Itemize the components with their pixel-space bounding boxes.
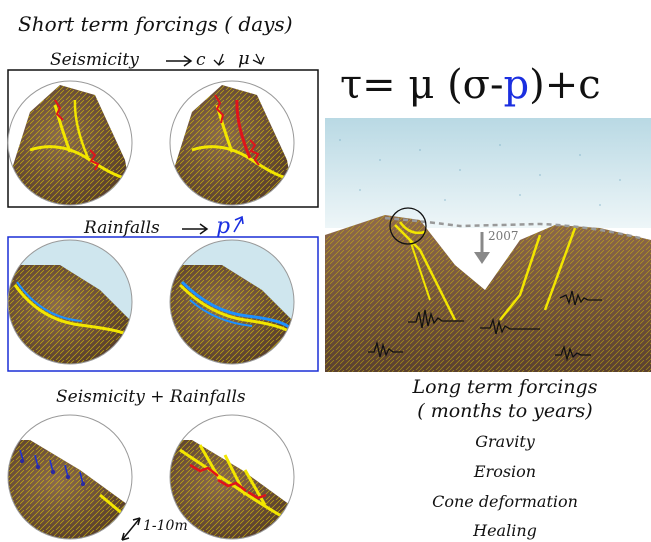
equation: τ= μ (σ-p)+c [340,62,601,108]
seismicity-circle-2 [170,81,294,205]
scale-arrow [121,517,141,541]
long-term-subtitle: ( months to years) [417,400,593,422]
equation-rhs: )+c [529,62,601,108]
scale-label: 1-10m [143,518,188,534]
long-term-title: Long term forcings [412,376,598,398]
combined-label: Seismicity + Rainfalls [56,387,246,407]
combined-circle-1 [8,415,132,539]
seismicity-effect-mu: μ [238,48,250,69]
combined-circle-2 [170,415,294,539]
long-term-item-healing: Healing [473,521,537,540]
long-term-item-gravity: Gravity [475,432,535,451]
rainfall-circle-1 [8,240,132,364]
rainfall-label: Rainfalls [84,218,160,238]
seismicity-circle-1 [8,81,132,205]
long-term-item-cone-deformation: Cone deformation [432,492,578,511]
seismicity-label: Seismicity [50,50,139,70]
year-label: 2007 [488,229,519,243]
cross-section [325,118,651,372]
rainfall-circle-2 [170,240,294,364]
long-term-item-erosion: Erosion [473,462,537,481]
short-term-title: Short term forcings ( days) [18,12,293,36]
equation-lhs: τ= μ (σ- [340,62,504,108]
equation-p: p [503,62,530,108]
rainfall-effect-p: p [216,214,231,239]
seismicity-effect-c: c [196,50,206,70]
